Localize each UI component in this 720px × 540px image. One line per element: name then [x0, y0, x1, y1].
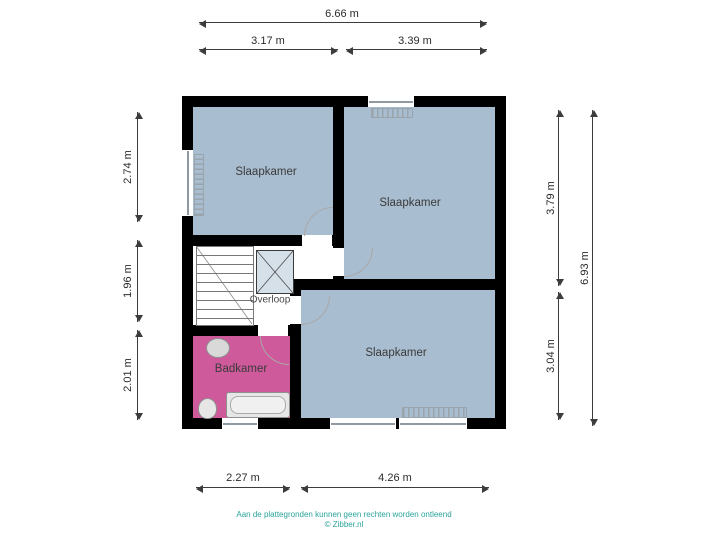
dim-bottom-right-label: 4.26 m — [378, 472, 412, 484]
room-label-bedroom-bottom-right: Slaapkamer — [365, 347, 427, 359]
door-bedroom-top-right — [333, 248, 344, 276]
window-bottom-left — [330, 418, 396, 429]
window-bathroom — [222, 418, 258, 429]
wall-inner-vertical-bedrooms — [333, 96, 344, 290]
stairwell-shaft — [256, 250, 294, 294]
door-bathroom — [258, 325, 288, 336]
dim-right-lower-label: 3.04 m — [545, 339, 557, 373]
radiator-bottom — [402, 407, 467, 418]
sink-icon — [206, 338, 230, 358]
dim-left-middle-line — [134, 240, 143, 322]
room-label-bedroom-top-left: Slaapkamer — [235, 166, 297, 178]
wall-inner-above-bathroom — [182, 325, 301, 336]
footer-disclaimer: Aan de plattegronden kunnen geen rechten… — [236, 510, 452, 519]
dim-bottom-left-label: 2.27 m — [226, 472, 260, 484]
radiator-top — [371, 108, 413, 118]
dim-right-total-line — [589, 110, 598, 426]
dim-bottom-right-line — [301, 484, 489, 493]
bathtub-icon — [226, 392, 290, 418]
room-bedroom-top-left — [193, 107, 333, 235]
room-label-bathroom: Badkamer — [214, 363, 268, 375]
wall-inner-under-bedroom-topleft — [182, 235, 344, 246]
dim-top-total-line — [199, 19, 487, 28]
dim-left-top-line — [134, 112, 143, 222]
wall-inner-under-bedroom-topright — [290, 279, 506, 290]
dim-left-top-label: 2.74 m — [122, 150, 134, 184]
dim-left-bottom-label: 2.01 m — [122, 358, 134, 392]
door-bedroom-top-left — [302, 235, 332, 246]
dim-left-middle-label: 1.96 m — [122, 264, 134, 298]
dim-right-lower-line — [555, 292, 564, 420]
room-label-landing: Overloop — [249, 294, 291, 306]
dim-right-upper-label: 3.79 m — [545, 181, 557, 215]
dim-right-upper-line — [555, 110, 564, 286]
dim-top-left-label: 3.17 m — [251, 35, 285, 47]
footer-credit: © Zibber.nl — [324, 520, 364, 529]
wall-outer-left — [182, 96, 193, 429]
dim-left-bottom-line — [134, 330, 143, 420]
dim-right-total-label: 6.93 m — [579, 251, 591, 285]
dim-top-right-label: 3.39 m — [398, 35, 432, 47]
room-label-bedroom-top-right: Slaapkamer — [379, 197, 441, 209]
wall-inner-left-of-bottom-bedroom — [290, 279, 301, 429]
room-bedroom-bottom-right — [301, 290, 495, 418]
wall-outer-right — [495, 96, 506, 429]
staircase-walkline — [196, 246, 252, 324]
dim-top-left-line — [199, 46, 338, 55]
dim-top-right-line — [346, 46, 487, 55]
door-bedroom-bottom — [290, 296, 301, 324]
window-left — [182, 150, 193, 216]
window-top — [368, 96, 414, 107]
window-bottom-right — [399, 418, 467, 429]
radiator-left — [194, 154, 204, 216]
wall-outer-top — [182, 96, 506, 107]
dim-bottom-left-line — [196, 484, 290, 493]
dim-top-total-label: 6.66 m — [325, 8, 359, 20]
toilet-icon — [198, 398, 217, 419]
